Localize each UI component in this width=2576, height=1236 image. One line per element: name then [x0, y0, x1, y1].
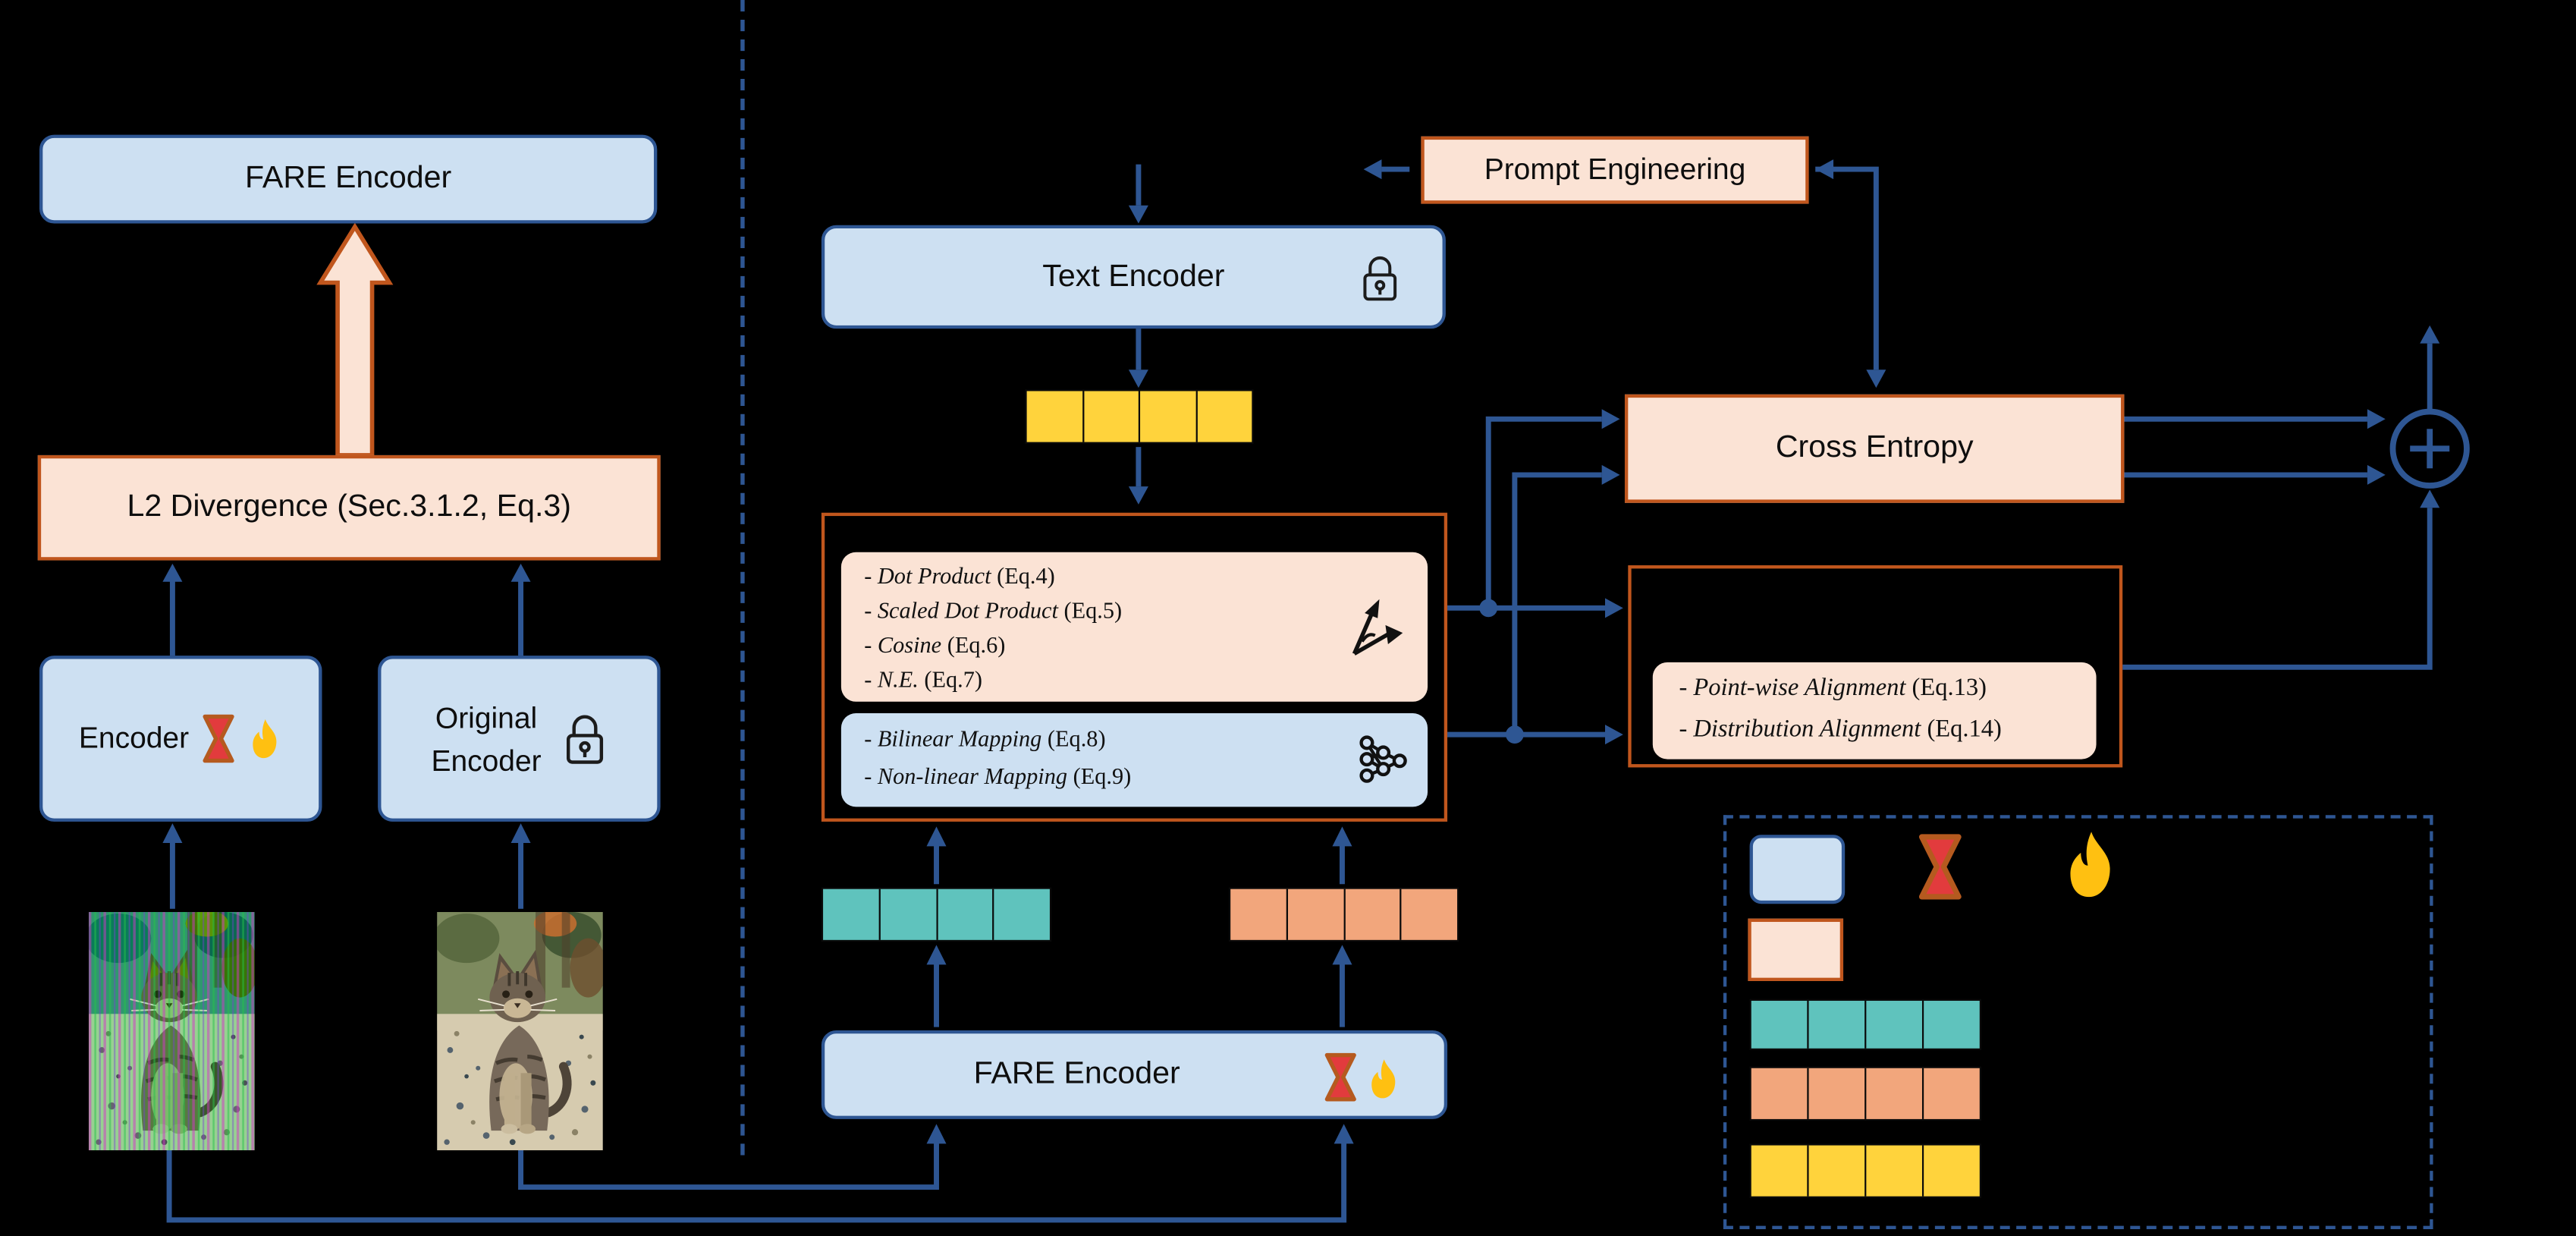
vector-angle-icon: [1346, 595, 1405, 661]
fare-encoder-bottom-box: FARE Encoder: [821, 1030, 1448, 1119]
token-cell: [1195, 391, 1252, 442]
token-cell: [1864, 1000, 1922, 1049]
flame-icon: [253, 719, 277, 759]
token-cell: [1921, 1145, 1980, 1197]
text-encoder-box: Text Encoder: [821, 225, 1446, 329]
l2-divergence-label: L2 Divergence (Sec.3.1.2, Eq.3): [127, 489, 572, 524]
token-cell: [1921, 1000, 1980, 1049]
token-cell: [1400, 888, 1458, 940]
token-cell: [935, 888, 993, 940]
token-cell: [1751, 1145, 1808, 1197]
flame-icon: [2070, 832, 2110, 898]
token-cell: [1807, 1068, 1865, 1119]
hourglass-icon: [200, 713, 237, 764]
legend-box: [1723, 815, 2433, 1230]
original-encoder-label: Original Encoder: [431, 700, 542, 777]
token-cell: [1286, 888, 1343, 940]
plus-icon: [2410, 429, 2450, 469]
mapping-functions-box: - Bilinear Mapping (Eq.8) - Non-linear M…: [840, 712, 1428, 807]
flame-icon: [1371, 1059, 1396, 1099]
token-cell: [1864, 1068, 1922, 1119]
token-cell: [1807, 1000, 1865, 1049]
text-encoder-label: Text Encoder: [1042, 259, 1225, 294]
legend-teal-tokens: [1749, 999, 1981, 1050]
neural-net-icon: [1359, 733, 1408, 785]
adversarial-image: [88, 912, 255, 1151]
token-cell: [1921, 1068, 1980, 1119]
clean-image: [437, 912, 603, 1151]
token-cell: [1082, 391, 1139, 442]
similarity-item: - Cosine (Eq.6): [864, 634, 1006, 659]
token-cell: [1343, 888, 1400, 940]
mapping-item: - Non-linear Mapping (Eq.9): [864, 766, 1132, 791]
fare-encoder-top-box: FARE Encoder: [39, 134, 658, 224]
legend-salmon-tokens: [1749, 1066, 1981, 1121]
alignment-outer-box: [1628, 565, 2123, 768]
arrow-line: [166, 1142, 1347, 1223]
l2-divergence-box: L2 Divergence (Sec.3.1.2, Eq.3): [37, 454, 661, 561]
alignment-box: - Point-wise Alignment (Eq.13) - Distrib…: [1652, 662, 2097, 760]
cross-entropy-box: Cross Entropy: [1624, 394, 2125, 503]
cross-entropy-label: Cross Entropy: [1775, 430, 1974, 465]
similarity-item: - Dot Product (Eq.4): [864, 565, 1055, 590]
token-cell: [1751, 1068, 1808, 1119]
similarity-functions-box: - Dot Product (Eq.4) - Scaled Dot Produc…: [840, 552, 1428, 702]
hourglass-icon: [1917, 829, 1963, 906]
fare-encoder-top-label: FARE Encoder: [245, 161, 452, 196]
arrow-line: [1512, 472, 1602, 735]
token-cell: [1751, 1000, 1808, 1049]
original-encoder-box: Original Encoder: [378, 656, 661, 822]
mapping-item: - Bilinear Mapping (Eq.8): [864, 728, 1106, 753]
token-cell: [878, 888, 936, 940]
text-token-row: [1025, 389, 1254, 444]
hourglass-icon: [1322, 1052, 1359, 1102]
plus-circle: [2389, 408, 2470, 489]
similarity-item: - Scaled Dot Product (Eq.5): [864, 599, 1123, 625]
token-cell: [1026, 391, 1082, 442]
arrow-line: [1485, 416, 1602, 609]
prompt-engineering-label: Prompt Engineering: [1484, 153, 1746, 186]
image-token-row-salmon: [1229, 887, 1459, 942]
token-cell: [1230, 888, 1286, 940]
clean-cat-picture: [437, 912, 603, 1150]
legend-yellow-tokens: [1749, 1143, 1981, 1198]
encoder-box: Encoder: [39, 656, 322, 822]
token-cell: [1864, 1145, 1922, 1197]
block-arrow-l2-to-fare: [316, 222, 394, 458]
adversarial-cat-picture: [88, 912, 255, 1151]
junction-dot: [1505, 725, 1524, 744]
lock-icon: [1360, 251, 1400, 305]
legend-peach-box: [1748, 918, 1844, 981]
arrow-line: [2122, 508, 2433, 670]
lock-icon: [561, 709, 608, 769]
similarity-item: - N.E. (Eq.7): [864, 668, 983, 693]
fare-encoder-bottom-label: FARE Encoder: [973, 1056, 1180, 1092]
token-cell: [823, 888, 879, 940]
alignment-item: - Distribution Alignment (Eq.14): [1679, 716, 2002, 743]
encoder-label: Encoder: [78, 721, 190, 755]
token-cell: [992, 888, 1050, 940]
junction-dot: [1479, 599, 1498, 618]
legend-blue-box: [1749, 835, 1846, 904]
image-token-row-teal: [821, 887, 1052, 942]
token-cell: [1138, 391, 1195, 442]
similarity-outer-box: [821, 512, 1448, 822]
token-cell: [1807, 1145, 1865, 1197]
prompt-engineering-box: Prompt Engineering: [1421, 136, 1809, 204]
alignment-item: - Point-wise Alignment (Eq.13): [1679, 675, 1987, 702]
arrow-line: [1815, 166, 1879, 370]
